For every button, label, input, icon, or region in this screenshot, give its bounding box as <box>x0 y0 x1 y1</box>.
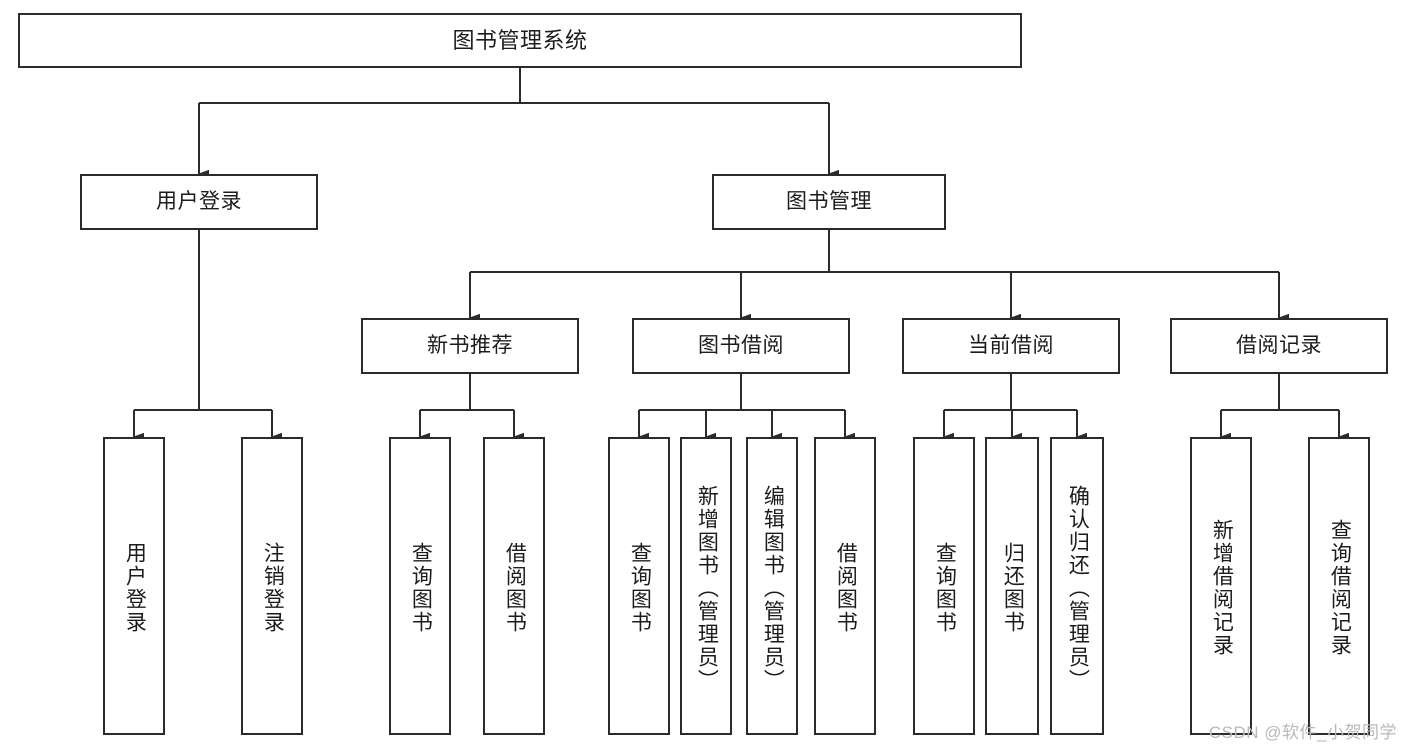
node-leaf-query-book-3-label: 查询图书 <box>933 542 957 634</box>
node-leaf-query-record-label: 查询借阅记录 <box>1328 519 1352 657</box>
node-leaf-return-book[interactable]: 归还图书 <box>985 437 1039 735</box>
node-new-book-rec-label: 新书推荐 <box>427 333 513 357</box>
node-leaf-return-book-label: 归还图书 <box>1001 542 1025 634</box>
node-user-login[interactable]: 用户登录 <box>80 174 318 230</box>
csdn-watermark: CSDN @软件_小贺同学 <box>1208 723 1397 742</box>
node-root-label: 图书管理系统 <box>452 27 588 53</box>
node-borrow-record-label: 借阅记录 <box>1236 333 1322 357</box>
node-leaf-user-login-label: 用户登录 <box>123 542 147 634</box>
node-leaf-confirm-return-label: 确认归还（管理员） <box>1066 484 1090 692</box>
node-leaf-query-book-1[interactable]: 查询图书 <box>389 437 451 735</box>
node-current-borrow[interactable]: 当前借阅 <box>902 318 1120 374</box>
node-user-login-label: 用户登录 <box>156 189 242 213</box>
node-leaf-add-book[interactable]: 新增图书（管理员） <box>680 437 732 735</box>
node-book-borrow[interactable]: 图书借阅 <box>632 318 850 374</box>
node-leaf-add-record[interactable]: 新增借阅记录 <box>1190 437 1252 735</box>
node-leaf-confirm-return[interactable]: 确认归还（管理员） <box>1050 437 1104 735</box>
node-leaf-query-book-2-label: 查询图书 <box>628 542 652 634</box>
node-leaf-add-book-label: 新增图书（管理员） <box>695 484 719 692</box>
node-leaf-query-book-1-label: 查询图书 <box>409 542 433 634</box>
node-leaf-borrow-book-2[interactable]: 借阅图书 <box>814 437 876 735</box>
node-leaf-borrow-book-2-label: 借阅图书 <box>834 542 858 634</box>
node-new-book-rec[interactable]: 新书推荐 <box>361 318 579 374</box>
node-leaf-user-login[interactable]: 用户登录 <box>103 437 165 735</box>
node-root[interactable]: 图书管理系统 <box>18 13 1022 68</box>
connector-lines <box>132 68 1349 442</box>
node-leaf-query-book-2[interactable]: 查询图书 <box>608 437 670 735</box>
node-leaf-edit-book-label: 编辑图书（管理员） <box>761 484 785 692</box>
node-current-borrow-label: 当前借阅 <box>968 333 1054 357</box>
node-leaf-logout[interactable]: 注销登录 <box>241 437 303 735</box>
node-borrow-record[interactable]: 借阅记录 <box>1170 318 1388 374</box>
node-leaf-query-record[interactable]: 查询借阅记录 <box>1308 437 1370 735</box>
node-leaf-borrow-book-1[interactable]: 借阅图书 <box>483 437 545 735</box>
node-book-borrow-label: 图书借阅 <box>698 333 784 357</box>
node-leaf-query-book-3[interactable]: 查询图书 <box>913 437 975 735</box>
node-leaf-borrow-book-1-label: 借阅图书 <box>503 542 527 634</box>
node-leaf-add-record-label: 新增借阅记录 <box>1210 519 1234 657</box>
node-book-manage-label: 图书管理 <box>786 189 872 213</box>
node-leaf-logout-label: 注销登录 <box>261 542 285 634</box>
node-leaf-edit-book[interactable]: 编辑图书（管理员） <box>746 437 798 735</box>
node-book-manage[interactable]: 图书管理 <box>712 174 946 230</box>
